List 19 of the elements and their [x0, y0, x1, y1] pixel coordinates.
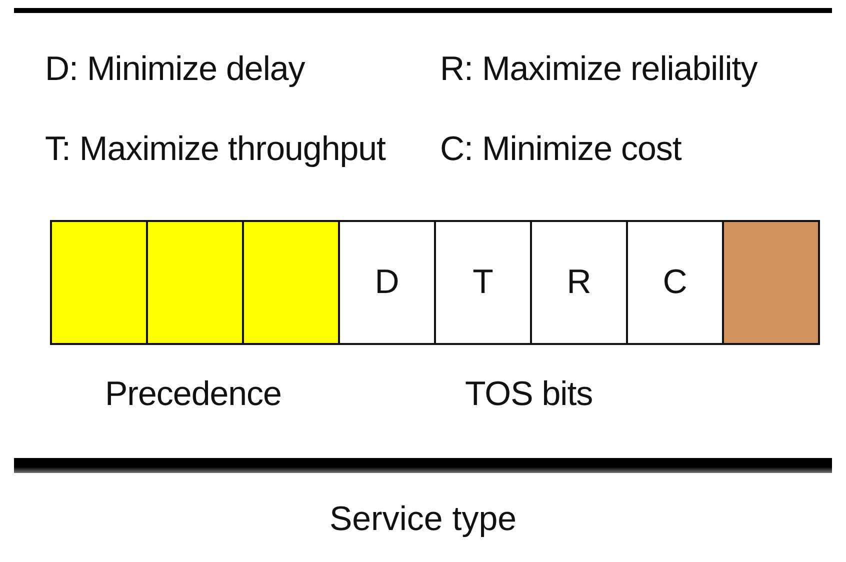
caption: Service type: [328, 500, 518, 539]
bit-box: [242, 220, 340, 345]
field-label: Precedence: [105, 375, 282, 414]
bit-box: [146, 220, 244, 345]
bit-cell: [434, 220, 532, 345]
bit-cell: [338, 220, 436, 345]
field-label: TOS bits: [465, 375, 593, 414]
bit-cell: [530, 220, 628, 345]
definition-text: D: Minimize delay: [45, 50, 305, 89]
definition-text: T: Maximize throughput: [45, 130, 386, 169]
bit-box: [722, 220, 820, 345]
bit-letter: R: [566, 263, 592, 302]
definition-text: C: Minimize cost: [440, 130, 682, 169]
bit-letter: T: [472, 263, 494, 302]
bit-letter: D: [374, 263, 400, 302]
bit-cell: [626, 220, 724, 345]
bit-letter: C: [662, 263, 688, 302]
definition-text: R: Maximize reliability: [440, 50, 758, 89]
bit-box: [50, 220, 148, 345]
